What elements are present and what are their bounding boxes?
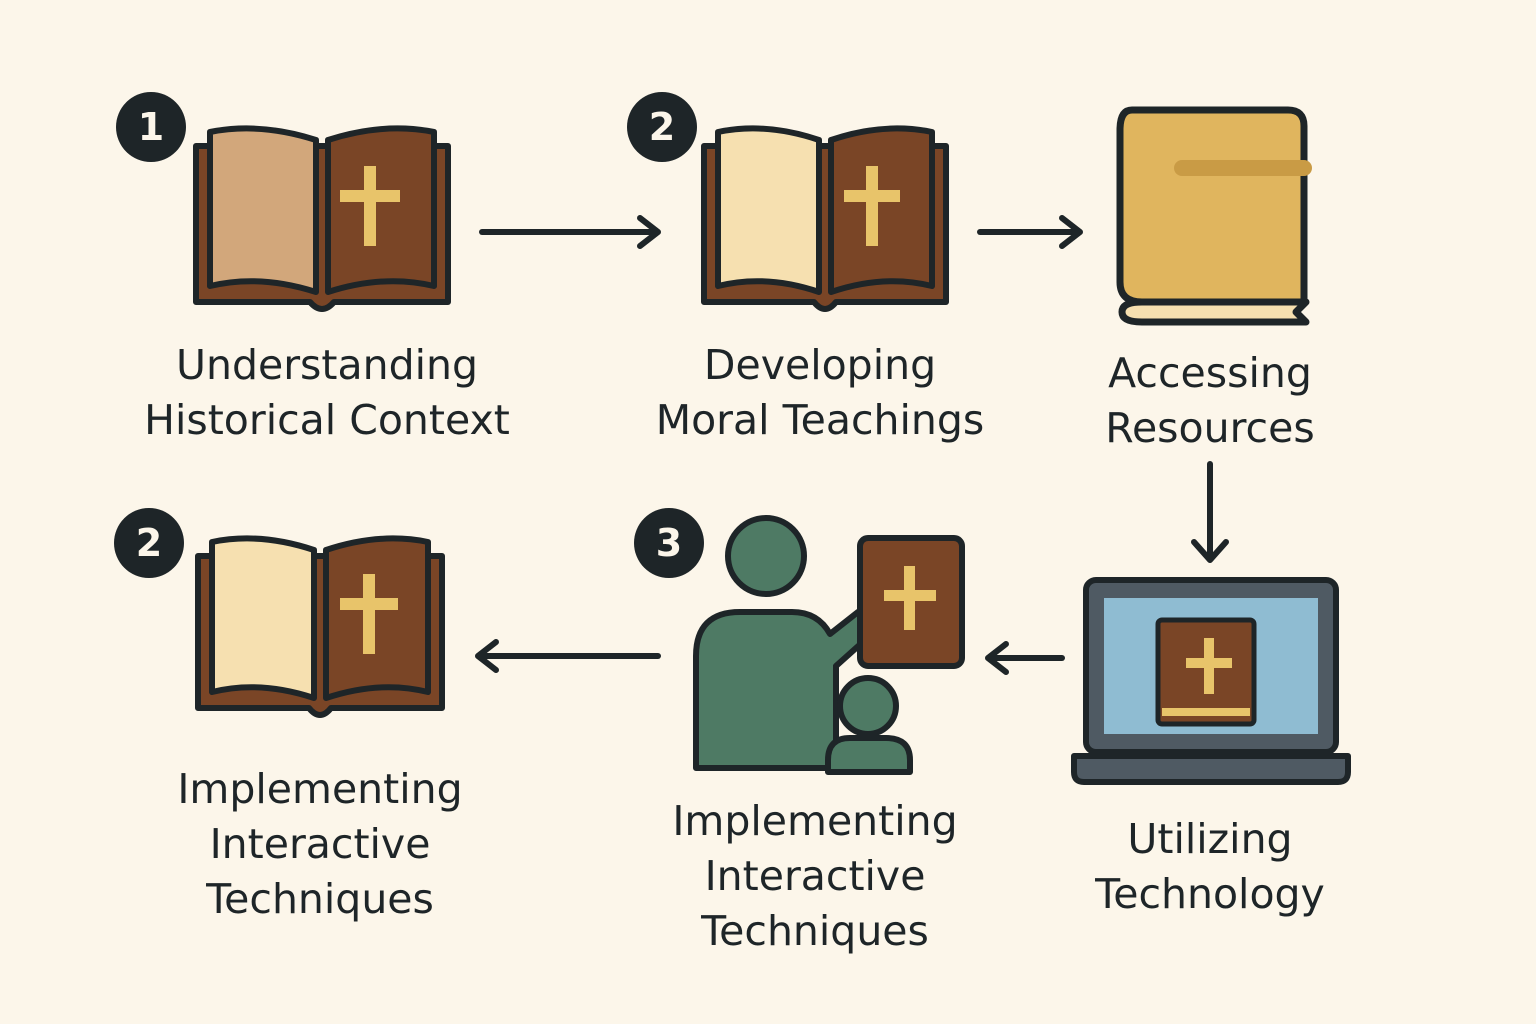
step-5-label: Implementing Interactive Techniques — [672, 797, 958, 955]
arrow-down — [1191, 461, 1229, 563]
open-bible-icon — [193, 125, 451, 312]
open-bible-icon — [701, 125, 949, 312]
open-bible-icon — [195, 535, 445, 718]
arrow-right-1 — [479, 215, 661, 249]
step-2-badge: 2 — [627, 92, 697, 162]
laptop-bible-icon — [1071, 577, 1351, 785]
teacher-student-icon — [693, 515, 965, 775]
arrow-right-2 — [977, 215, 1083, 249]
closed-book-icon — [1116, 106, 1312, 326]
step-3-label: Accessing Resources — [1105, 349, 1315, 452]
arrow-left-2 — [475, 639, 661, 673]
step-6-badge: 2 — [114, 508, 184, 578]
step-2-label: Developing Moral Teachings — [655, 341, 985, 444]
step-1-label: Understanding Historical Context — [144, 341, 510, 444]
step-5-badge: 3 — [634, 508, 704, 578]
step-1-badge: 1 — [116, 92, 186, 162]
step-6-label: Implementing Interactive Techniques — [177, 765, 463, 923]
step-4-label: Utilizing Technology — [1095, 815, 1325, 918]
arrow-left-1 — [985, 641, 1065, 675]
